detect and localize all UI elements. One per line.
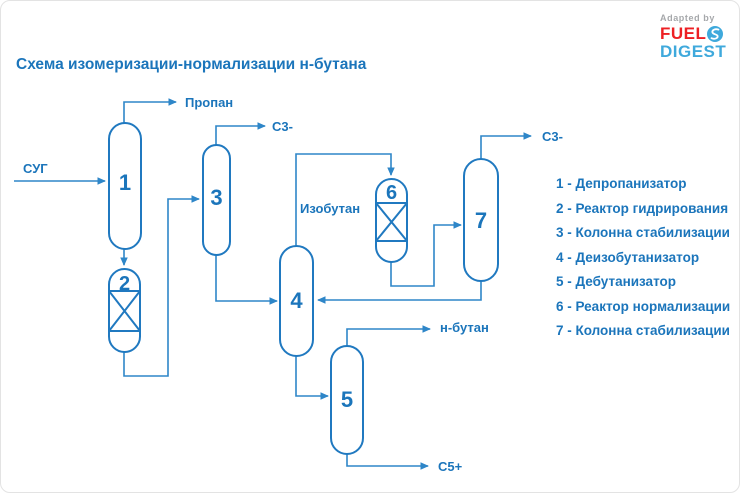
legend-item-3: 3 - Колонна стабилизации (556, 225, 730, 240)
legend-item-2: 2 - Реактор гидрирования (556, 200, 729, 216)
legend-item-1: 1 - Депропанизатор (556, 176, 687, 191)
stream-1-to-propane (123, 98, 177, 123)
stream-5-to-c5plus (346, 454, 429, 470)
stream-label-c3-top: С3- (272, 119, 293, 134)
digest-wordmark: DIGEST (660, 42, 727, 61)
stream-6-to-7 (390, 221, 462, 287)
stream-4-to-6-isobutane (295, 153, 395, 246)
vessel-4-shape (279, 245, 314, 357)
legend-item-4: 4 - Деизобутанизатор (556, 249, 700, 265)
vessel-2-number: 2 (118, 273, 131, 295)
stream-3-to-4 (215, 255, 278, 305)
stream-label-propane: Пропан (185, 95, 234, 110)
stream-7-to-4 (317, 281, 482, 304)
vessel-1-shape (108, 122, 142, 250)
stream-label-feed: СУГ (23, 161, 48, 176)
vessel-5-number: 5 (340, 387, 354, 412)
legend-item-5: 5 - Дебутанизатор (556, 274, 676, 289)
stream-lines (14, 98, 532, 470)
vessel-7-shape (463, 158, 499, 282)
vessel-7-number: 7 (474, 208, 488, 233)
vessel-4-number: 4 (290, 288, 303, 313)
legend: 1 - Депропанизатор 2 - Реактор гидрирова… (556, 172, 730, 344)
stream-5-to-nbutane (346, 325, 431, 346)
legend-item-6: 6 - Реактор нормализации (556, 298, 731, 314)
stream-label-c3-right: С3- (542, 129, 563, 144)
stream-7-to-c3 (480, 132, 532, 159)
stream-3-to-c3 (215, 122, 266, 145)
stream-label-n-butane: н-бутан (440, 320, 489, 335)
page-title: Схема изомеризации-нормализации н-бутана (16, 56, 367, 73)
s-swirl-icon (707, 25, 724, 42)
vessel-3-number: 3 (210, 185, 223, 210)
adapted-by-label: Adapted by (660, 13, 716, 23)
vessel-6-packing-icon (375, 202, 408, 242)
stream-label-c5-plus: С5+ (438, 459, 463, 474)
stream-4-to-5 (295, 356, 329, 400)
vessel-1-number: 1 (118, 170, 132, 195)
logo-brand-row: FUEL (660, 25, 726, 42)
fuel-wordmark: FUEL (660, 24, 707, 43)
vessel-3-shape (202, 144, 231, 256)
stream-2-to-3 (123, 195, 200, 377)
vessel-5-shape (330, 345, 364, 455)
vessel-6-number: 6 (385, 182, 398, 204)
legend-item-7: 7 - Колонна стабилизации (556, 323, 730, 338)
vessels (108, 122, 499, 455)
vessel-2-packing-icon (108, 290, 141, 332)
fuel-digest-logo: Adapted by FUEL DIGEST (660, 13, 727, 61)
stream-label-isobutane: Изобутан (300, 201, 361, 216)
